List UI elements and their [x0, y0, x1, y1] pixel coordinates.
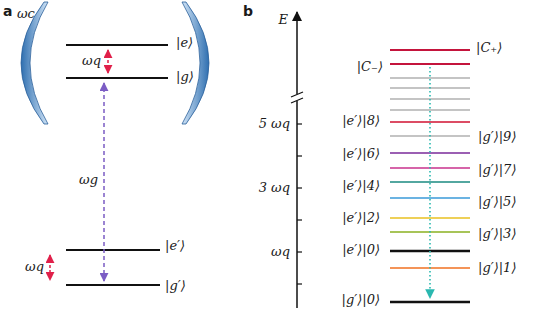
- energy-levels: [390, 50, 470, 302]
- transition-arrow: [103, 83, 105, 281]
- energy-level: [66, 249, 160, 251]
- state-label: |g′⟩|3⟩: [478, 226, 516, 242]
- state-label: |e′⟩|2⟩: [342, 210, 380, 226]
- energy-axis: [296, 12, 298, 308]
- frequency-label: ωq: [82, 53, 101, 69]
- energy-level: [66, 44, 168, 46]
- state-label: |g′⟩|9⟩: [478, 129, 516, 145]
- state-label: |e′⟩|8⟩: [342, 113, 380, 129]
- transition-arrow: [49, 255, 51, 280]
- panel-letter: b: [243, 3, 253, 20]
- state-label: |C₊⟩: [476, 40, 502, 56]
- state-label: |C₋⟩: [357, 59, 383, 75]
- state-label: |g′⟩|1⟩: [478, 260, 516, 276]
- state-label: |g′⟩: [165, 278, 186, 294]
- axis-label: E: [279, 12, 289, 28]
- frequency-label: ωg: [79, 172, 98, 188]
- tick-label: 5 ωq: [259, 116, 290, 132]
- axis-break: [291, 98, 303, 103]
- axis-break: [291, 92, 303, 97]
- frequency-label: ωq: [25, 259, 44, 275]
- energy-level: [66, 77, 168, 79]
- state-label: |e⟩: [176, 35, 193, 51]
- state-label: |e′⟩|6⟩: [342, 146, 380, 162]
- state-label: |g′⟩|0⟩: [342, 292, 380, 308]
- transition-arrow: [107, 50, 109, 73]
- state-label: |g′⟩|7⟩: [478, 162, 516, 178]
- tick-label: 3 ωq: [259, 180, 290, 196]
- frequency-label: ωc: [17, 6, 35, 22]
- state-label: |e′⟩|0⟩: [342, 242, 380, 258]
- state-label: |e′⟩: [165, 238, 185, 254]
- panel-letter: a: [3, 3, 12, 20]
- state-label: |g⟩: [176, 69, 194, 85]
- energy-level: [66, 284, 160, 286]
- state-label: |e′⟩|4⟩: [342, 178, 380, 194]
- axis-ticks: [297, 124, 302, 284]
- emission-arrow: [429, 67, 431, 298]
- state-label: |g′⟩|5⟩: [478, 194, 516, 210]
- tick-label: ωq: [271, 244, 290, 260]
- cavity-mirror: [182, 2, 209, 124]
